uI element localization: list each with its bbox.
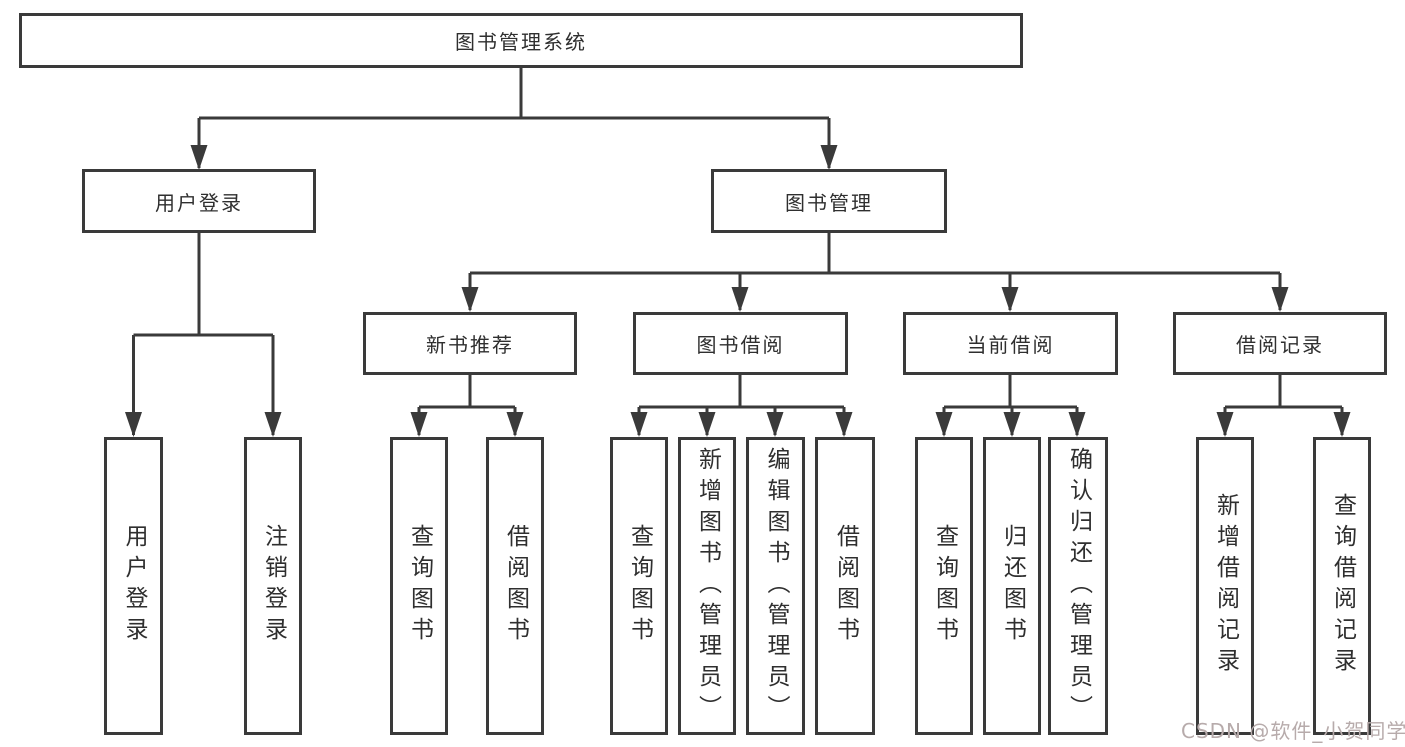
node-label: 借阅图书 [832, 524, 859, 648]
node-label: 编辑图书（管理员） [763, 446, 789, 726]
node-current-borrowing: 当前借阅 [903, 312, 1118, 375]
node-query-books-borrow: 查询图书 [610, 437, 668, 735]
node-borrowing-records: 借阅记录 [1173, 312, 1387, 375]
node-label: 注销登录 [260, 524, 287, 648]
node-label: 新增图书（管理员） [694, 446, 721, 726]
node-new-book-recommendation: 新书推荐 [363, 312, 577, 375]
node-return-books: 归还图书 [983, 437, 1041, 735]
node-edit-book-admin: 编辑图书（管理员） [746, 437, 805, 735]
node-label: 新增借阅记录 [1212, 493, 1239, 679]
node-book-borrowing: 图书借阅 [633, 312, 848, 375]
node-confirm-return-admin: 确认归还（管理员） [1048, 437, 1108, 735]
node-add-borrow-record: 新增借阅记录 [1196, 437, 1254, 735]
node-label: 确认归还（管理员） [1065, 446, 1092, 726]
node-query-books-recommend: 查询图书 [390, 437, 448, 735]
node-add-book-admin: 新增图书（管理员） [678, 437, 736, 735]
node-library-management-system: 图书管理系统 [19, 13, 1023, 68]
csdn-watermark: CSDN @软件_小贺同学 [1181, 719, 1405, 743]
node-label: 图书借阅 [696, 333, 785, 357]
node-label: 用户登录 [155, 190, 243, 215]
node-label: 借阅记录 [1236, 333, 1324, 357]
connector-path [132, 68, 1344, 435]
arrowheads-path [125, 145, 1351, 437]
node-borrow-books-recommend: 借阅图书 [486, 437, 544, 735]
node-label: 图书管理系统 [455, 30, 587, 54]
node-label: 新书推荐 [426, 333, 514, 357]
node-user-login-leaf: 用户登录 [104, 437, 163, 735]
node-label: 查询借阅记录 [1329, 493, 1356, 679]
node-logout: 注销登录 [244, 437, 302, 735]
node-label: 查询图书 [626, 524, 653, 648]
node-label: 图书管理 [785, 190, 873, 215]
node-borrow-books-leaf: 借阅图书 [815, 437, 875, 735]
node-label: 归还图书 [999, 524, 1026, 648]
node-label: 查询图书 [406, 524, 433, 648]
node-user-login: 用户登录 [82, 169, 316, 233]
node-label: 查询图书 [931, 524, 958, 648]
node-label: 借阅图书 [502, 524, 529, 648]
node-label: 当前借阅 [966, 333, 1055, 357]
node-label: 用户登录 [121, 524, 147, 648]
node-query-borrow-record: 查询借阅记录 [1313, 437, 1371, 735]
node-query-books-current: 查询图书 [915, 437, 973, 735]
node-book-management: 图书管理 [711, 169, 947, 233]
